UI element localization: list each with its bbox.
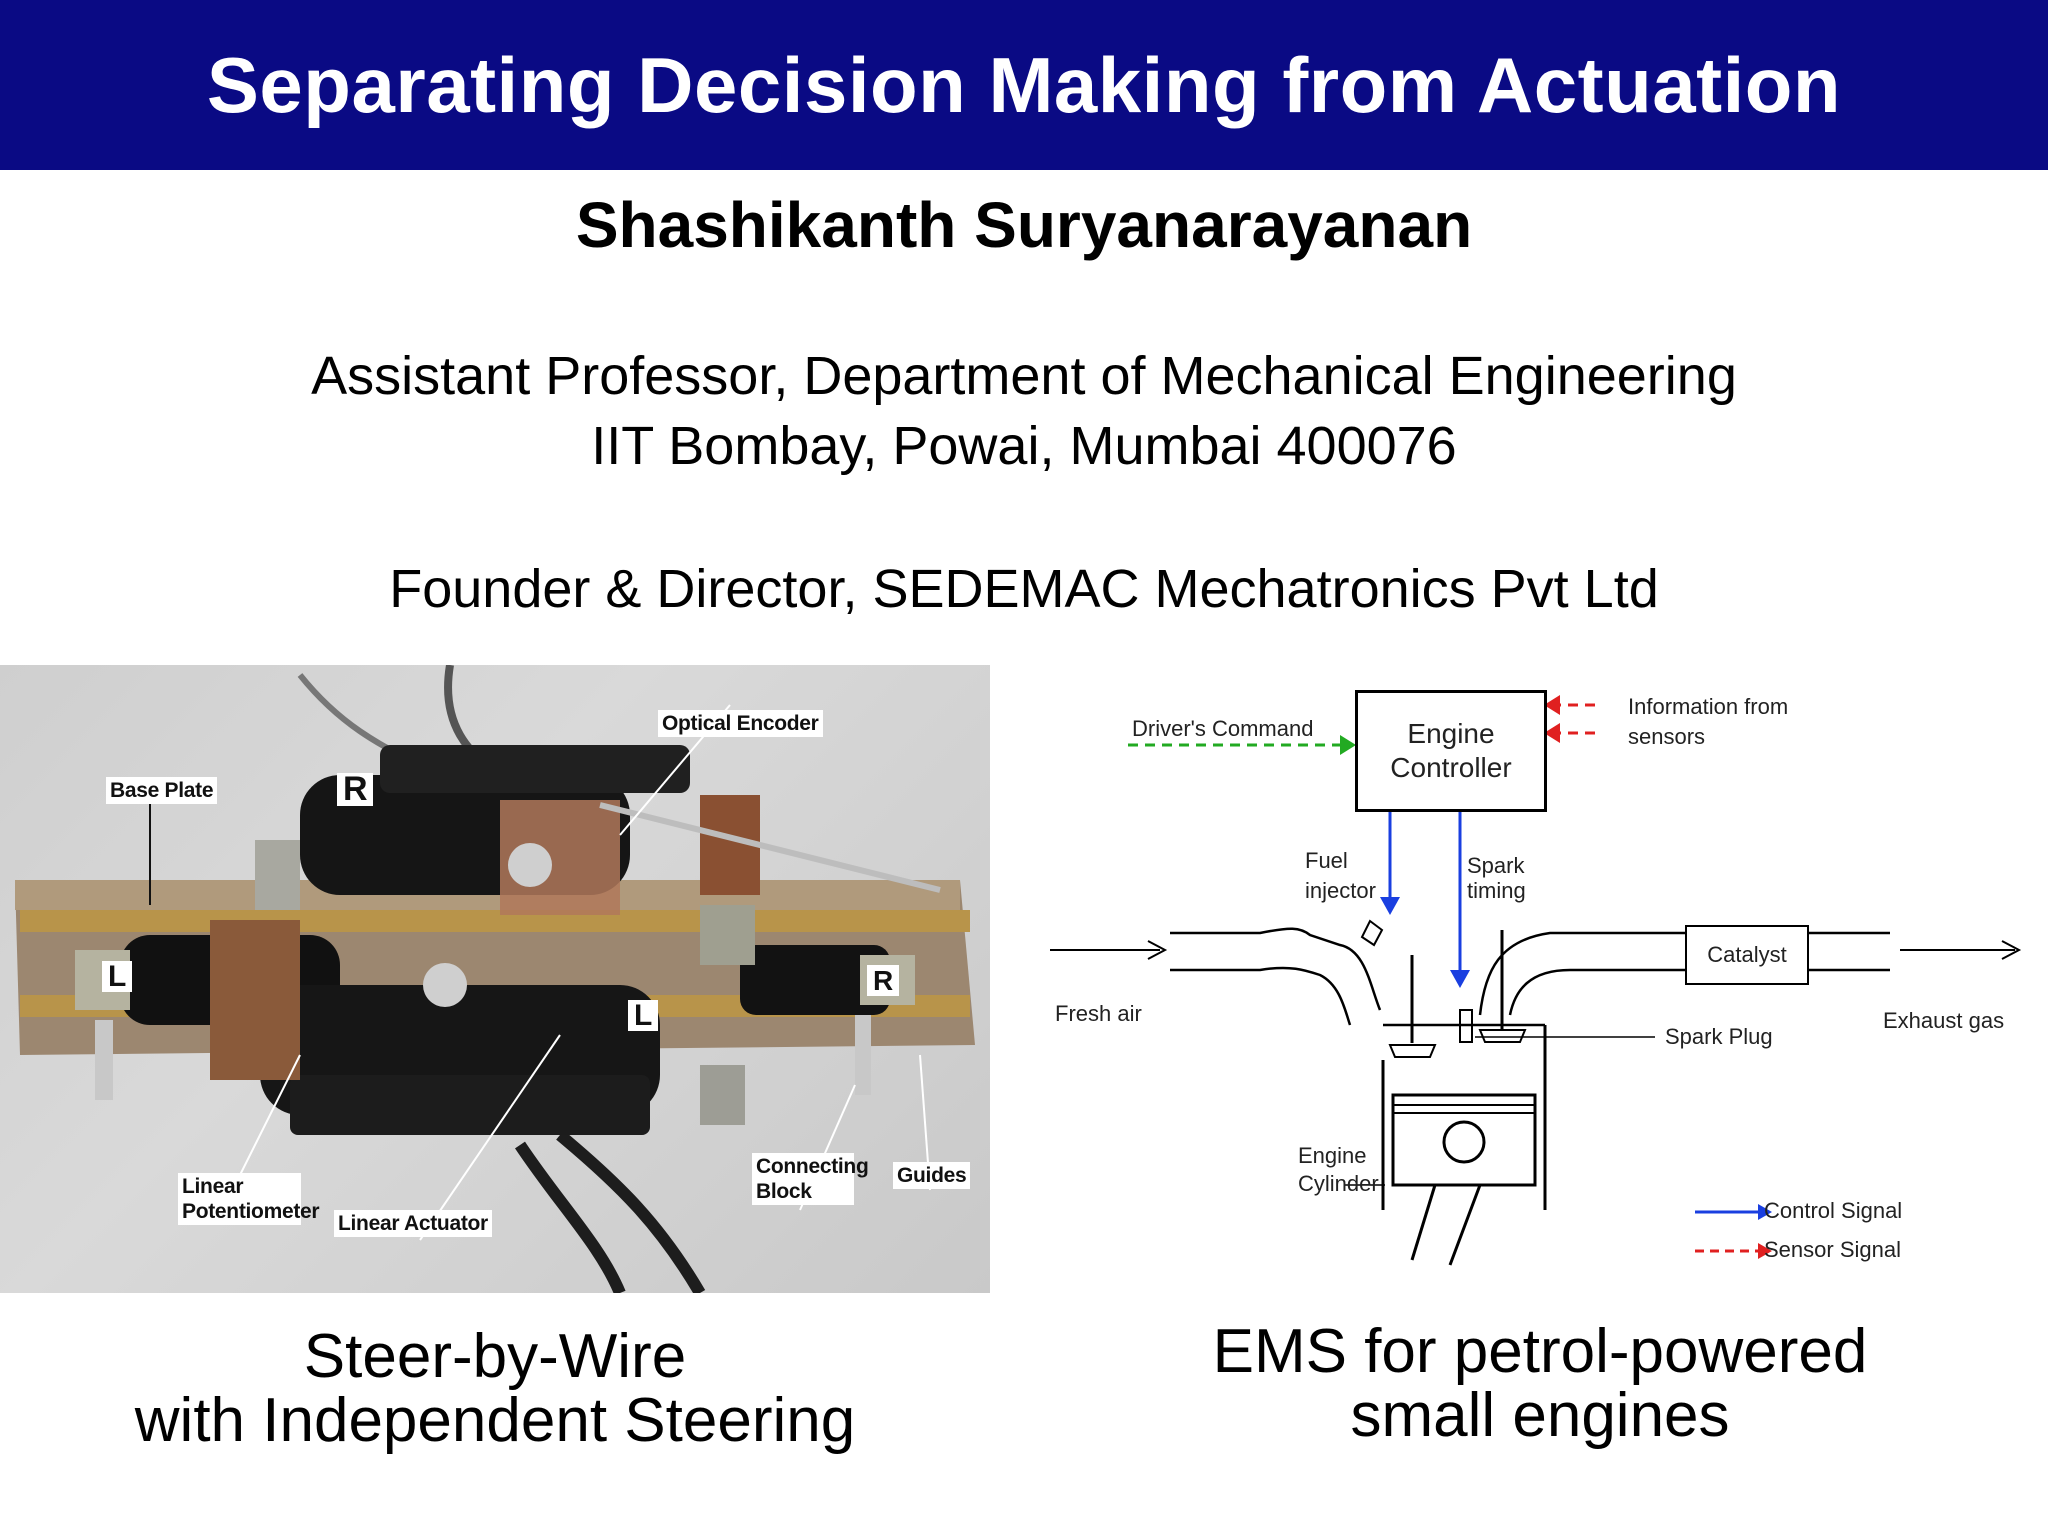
ems-diagram: Engine Controller Catalyst Driver's Comm… (1040, 665, 2030, 1285)
label-connecting-block-line-2: Block (756, 1180, 812, 1203)
steer-by-wire-caption: Steer-by-Wire with Independent Steering (0, 1325, 990, 1453)
mark-r-right: R (867, 965, 899, 996)
steer-by-wire-photo: R L L R Optical Encoder Base Plate Linea… (0, 665, 990, 1293)
label-linear-potentiometer: Linear Potentiometer (178, 1173, 320, 1225)
slide-title: Separating Decision Making from Actuatio… (206, 40, 1842, 129)
legend-control-signal: Control Signal (1764, 1198, 1903, 1223)
fuel-label-line-1: Fuel (1305, 848, 1348, 873)
drivers-command-label: Driver's Command (1132, 716, 1314, 741)
affiliation-line-1: Assistant Professor, Department of Mecha… (311, 346, 1737, 406)
spark-label-line-1: Spark (1467, 853, 1525, 878)
mark-r-upper: R (337, 772, 374, 806)
ems-caption: EMS for petrol-powered small engines (1040, 1320, 2040, 1448)
info-label-line-2: sensors (1628, 724, 1706, 749)
spark-plug-label: Spark Plug (1665, 1024, 1773, 1049)
caption-right-line-1: EMS for petrol-powered (1212, 1317, 1868, 1386)
label-linear-potentiometer-line-2: Potentiometer (182, 1200, 320, 1223)
caption-left-line-1: Steer-by-Wire (303, 1322, 687, 1391)
author-name: Shashikanth Suryanarayanan (575, 189, 1473, 261)
label-base-plate: Base Plate (106, 777, 218, 804)
affiliation-line-3: Founder & Director, SEDEMAC Mechatronics… (389, 559, 1659, 619)
fresh-air-label: Fresh air (1055, 1001, 1142, 1026)
label-connecting-block-line-1: Connecting (756, 1155, 869, 1178)
cylinder-label-line-2: Cylinder (1298, 1171, 1379, 1196)
caption-left-line-2: with Independent Steering (134, 1386, 856, 1455)
controller-label-line-2: Controller (1390, 752, 1512, 783)
label-connecting-block: Connecting Block (752, 1153, 869, 1205)
engine-schematic (1050, 695, 2022, 1266)
label-linear-actuator: Linear Actuator (334, 1210, 492, 1237)
cylinder-label-line-1: Engine (1298, 1143, 1367, 1168)
affiliation-line-2: IIT Bombay, Powai, Mumbai 400076 (591, 416, 1457, 476)
label-linear-potentiometer-line-1: Linear (182, 1175, 244, 1198)
mark-l-center: L (628, 1000, 659, 1031)
title-banner: Separating Decision Making from Actuatio… (0, 0, 2048, 170)
caption-right-line-2: small engines (1350, 1381, 1730, 1450)
fuel-label-line-2: injector (1305, 878, 1376, 903)
exhaust-gas-label: Exhaust gas (1883, 1008, 2005, 1033)
catalyst-box: Catalyst (1685, 925, 1809, 985)
mark-l-left: L (102, 961, 133, 992)
controller-label-line-1: Engine (1407, 718, 1495, 749)
spark-label-line-2: timing (1467, 878, 1526, 903)
rig-illustration (15, 665, 975, 1293)
info-label-line-1: Information from (1628, 694, 1789, 719)
label-guides: Guides (893, 1162, 971, 1189)
engine-controller-box: Engine Controller (1355, 690, 1547, 812)
legend-sensor-signal: Sensor Signal (1764, 1237, 1901, 1262)
label-optical-encoder: Optical Encoder (658, 710, 823, 737)
